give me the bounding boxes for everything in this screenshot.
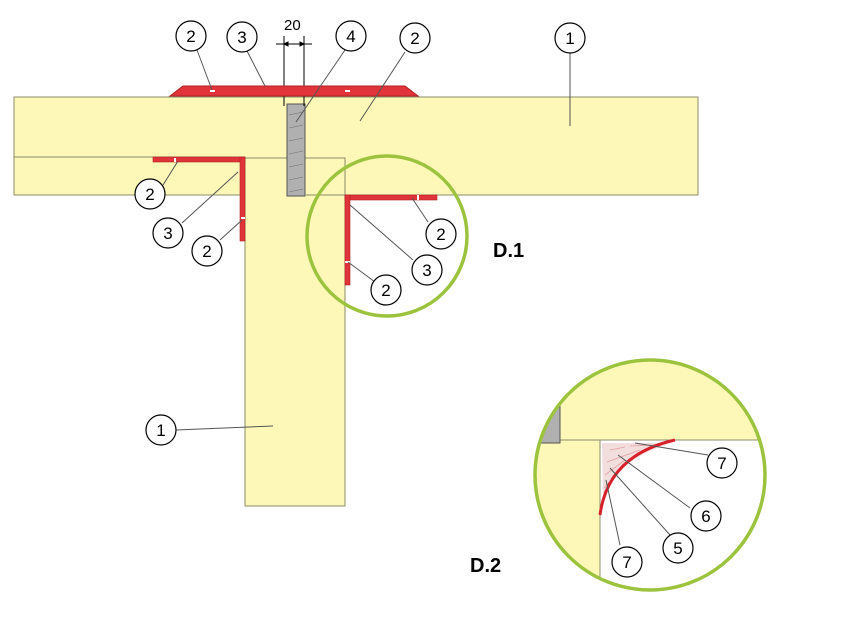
svg-text:1: 1 xyxy=(565,29,574,48)
detail-label-d1: D.1 xyxy=(493,240,524,262)
svg-text:1: 1 xyxy=(156,421,165,440)
callout-d1-2b: 2 xyxy=(370,274,402,306)
detail-ring-d1 xyxy=(305,154,469,318)
svg-text:3: 3 xyxy=(422,261,431,280)
svg-text:2: 2 xyxy=(145,185,154,204)
callout-top-1: 1 xyxy=(554,22,586,54)
callout-top-2b: 2 xyxy=(399,22,431,54)
vertical-panel xyxy=(244,157,346,507)
detail-ring-d2 xyxy=(533,358,767,592)
svg-text:5: 5 xyxy=(673,539,682,558)
callout-bottom-1: 1 xyxy=(145,414,177,446)
callout-d2-7a: 7 xyxy=(706,447,738,479)
callout-top-3: 3 xyxy=(226,21,258,53)
svg-text:2: 2 xyxy=(381,281,390,300)
detail-label-d2: D.2 xyxy=(470,555,501,577)
horizontal-panel xyxy=(13,96,699,196)
callout-d2-6: 6 xyxy=(690,500,722,532)
svg-text:3: 3 xyxy=(163,224,172,243)
callout-left-2a: 2 xyxy=(134,178,166,210)
leader-lines xyxy=(162,49,709,546)
svg-text:2: 2 xyxy=(186,27,195,46)
top-cover-flashing xyxy=(168,85,420,97)
callout-d1-3: 3 xyxy=(411,254,443,286)
d1-angle-profile xyxy=(344,194,438,286)
callout-d2-5: 5 xyxy=(662,532,694,564)
callout-d2-7b: 7 xyxy=(611,546,643,578)
callout-left-3: 3 xyxy=(152,217,184,249)
svg-text:2: 2 xyxy=(202,242,211,261)
callout-d1-2a: 2 xyxy=(425,218,457,250)
svg-text:3: 3 xyxy=(237,28,246,47)
d2-sealant-bead xyxy=(598,438,676,516)
sealant-texture xyxy=(288,111,304,193)
sealant-strip xyxy=(286,103,306,197)
svg-text:7: 7 xyxy=(622,553,631,572)
left-angle-profile xyxy=(152,156,246,242)
svg-text:4: 4 xyxy=(346,27,355,46)
callout-top-2a: 2 xyxy=(175,20,207,52)
svg-text:2: 2 xyxy=(410,29,419,48)
callout-left-2b: 2 xyxy=(191,235,223,267)
svg-text:7: 7 xyxy=(717,454,726,473)
svg-text:6: 6 xyxy=(701,507,710,526)
detail-d2-content xyxy=(535,360,765,590)
callout-top-4: 4 xyxy=(335,20,367,52)
svg-text:2: 2 xyxy=(436,225,445,244)
dimension-label: 20 xyxy=(284,17,301,34)
